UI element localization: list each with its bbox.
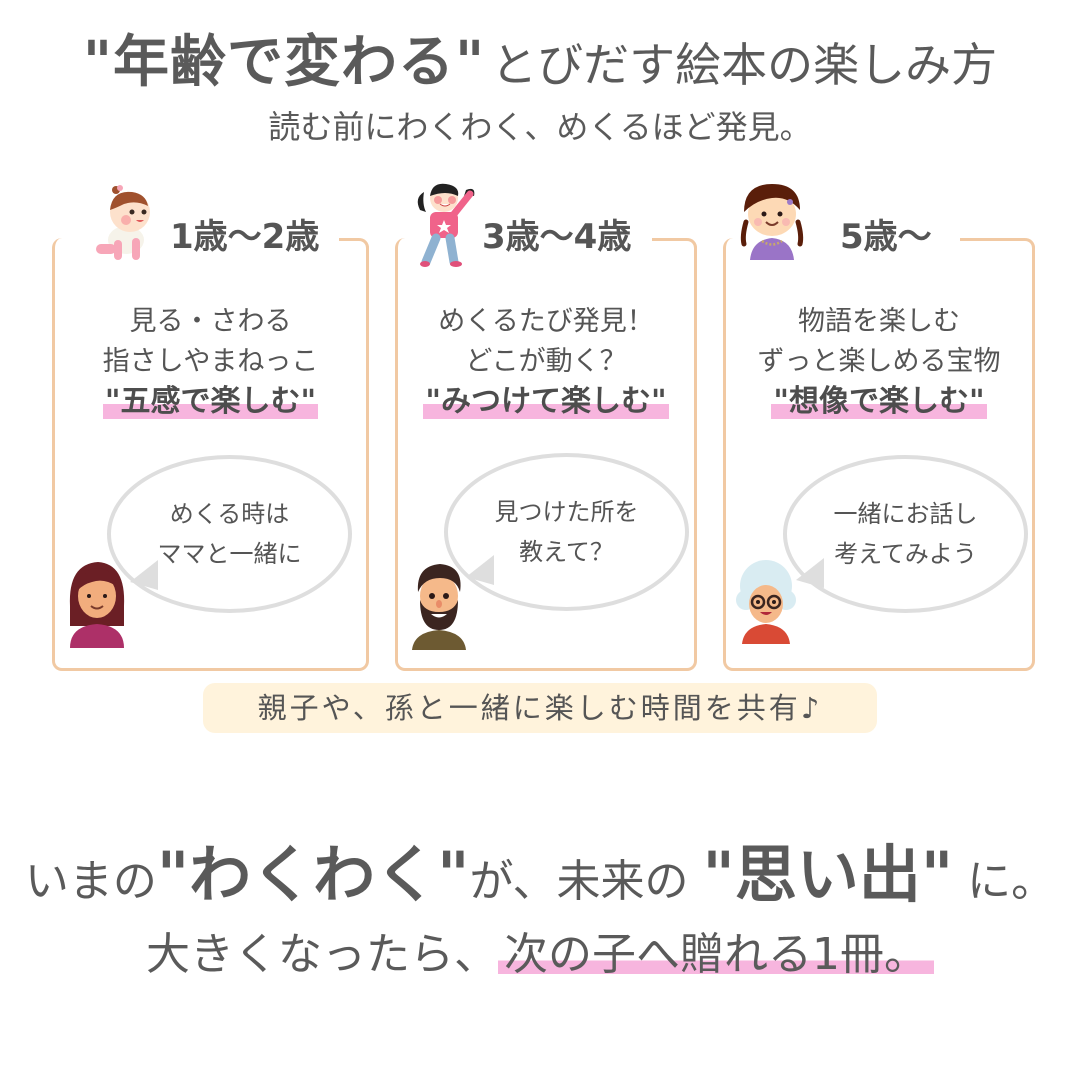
bubble-line: 一緒にお話し [833,500,978,528]
share-strip: 親子や、孫と一緒に楽しむ時間を共有♪ [203,683,877,733]
title-rest: とびだす絵本の楽しみ方 [491,38,998,92]
braided-girl-icon [738,180,806,260]
closing-text: が、未来の [469,856,703,907]
card-border-top [652,238,697,251]
card-line: ずっと楽しめる宝物 [757,346,1001,377]
age-label-wrap: 1歳〜2歳 [166,212,340,262]
age-label: 3歳〜4歳 [482,217,632,257]
age-label: 1歳〜2歳 [170,217,320,257]
crawling-baby-icon [88,182,160,264]
speech-bubble: 一緒にお話し 考えてみよう [783,455,1028,613]
bubble-line: めくる時は [169,500,290,528]
speech-bubble: 見つけた所を 教えて？ [444,453,689,611]
card-border-top [334,238,369,251]
title-emphasis: "年齢で変わる" [82,30,486,95]
card-tagline: "想像で楽しむ" [771,382,987,422]
grandmother-avatar-icon [734,556,798,648]
closing-text: 大きくなったら、 [146,929,498,980]
age-label: 5歳〜 [840,217,932,257]
card-line: 指さしやまねっこ [102,346,319,377]
card-line: 物語を楽しむ [798,306,960,337]
closing-emphasis: "思い出" [702,838,954,911]
card-description: 見る・さわる 指さしやまねっこ "五感で楽しむ" [52,302,369,423]
bubble-tail [130,560,158,590]
closing-emphasis: "わくわく" [156,838,470,911]
closing-text: に。 [953,856,1056,907]
bubble-tail [466,555,494,585]
card-line: めくるたび発見！ [438,306,654,337]
bubble-line: 見つけた所を [494,498,639,526]
closing-line-1: いまの"わくわく"が、未来の "思い出" に。 [0,835,1080,922]
closing-highlight: 次の子へ贈れる1冊。 [498,929,934,980]
page-title: "年齢で変わる"とびだす絵本の楽しみ方 [0,28,1080,100]
age-label-wrap: 5歳〜 [836,212,960,262]
bubble-line: 教えて？ [519,538,614,566]
card-description: 物語を楽しむ ずっと楽しめる宝物 "想像で楽しむ" [723,302,1035,423]
page-subtitle: 読む前にわくわく、めくるほど発見。 [268,108,812,146]
card-tagline: "みつけて楽しむ" [423,382,669,422]
bubble-line: 考えてみよう [834,540,977,568]
age-label-wrap: 3歳〜4歳 [478,212,652,262]
card-line: 見る・さわる [129,306,292,337]
speech-bubble: めくる時は ママと一緒に [107,455,352,613]
card-line: どこが動く？ [465,346,627,377]
closing-text: いまの [24,856,157,907]
mother-avatar-icon [64,556,130,648]
card-description: めくるたび発見！ どこが動く？ "みつけて楽しむ" [395,302,697,423]
bubble-line: ママと一緒に [157,540,302,568]
bearded-father-avatar-icon [408,558,470,650]
card-tagline: "五感で楽しむ" [102,382,319,422]
closing-line-2: 大きくなったら、次の子へ贈れる1冊。 [0,920,1080,990]
waving-girl-icon [414,180,478,268]
card-border-top [954,238,1035,251]
bubble-tail [796,558,824,588]
